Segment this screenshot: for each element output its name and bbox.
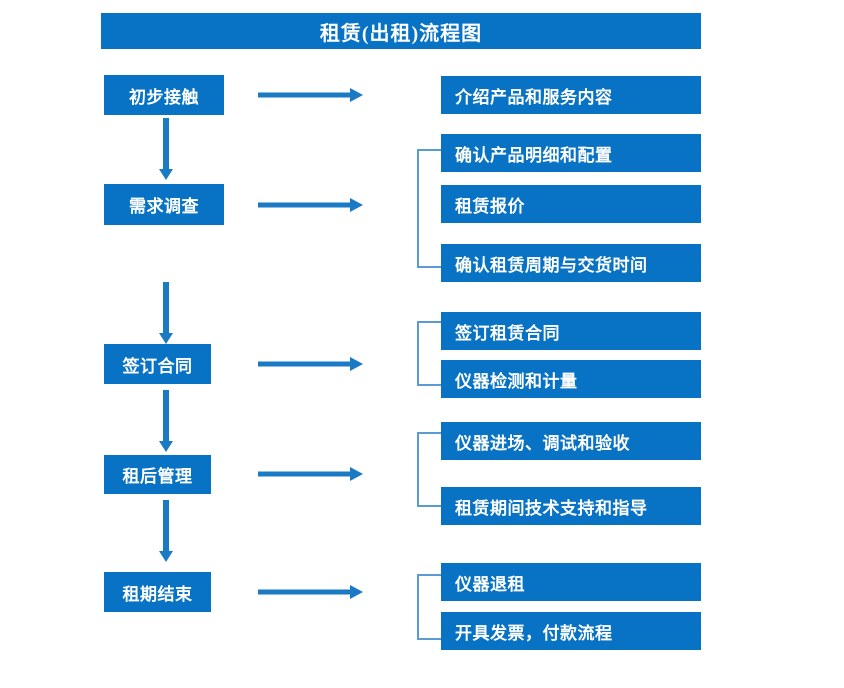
- detail-box-1-1[interactable]: 介绍产品和服务内容: [441, 76, 701, 114]
- page-title: 租赁(出租)流程图: [101, 13, 701, 49]
- stage-box-3[interactable]: 签订合同: [104, 344, 211, 384]
- group-bracket: [417, 432, 441, 507]
- group-bracket: [417, 321, 441, 386]
- right-arrow-icon: [258, 195, 363, 215]
- detail-box-5-2[interactable]: 开具发票，付款流程: [441, 612, 701, 650]
- right-arrow-icon: [258, 582, 363, 602]
- down-arrow-icon: [156, 118, 176, 180]
- stage-box-5[interactable]: 租期结束: [104, 572, 211, 612]
- stage-box-4[interactable]: 租后管理: [104, 455, 211, 494]
- stage-box-2[interactable]: 需求调查: [104, 184, 224, 225]
- detail-box-4-1[interactable]: 仪器进场、调试和验收: [441, 422, 701, 460]
- right-arrow-icon: [258, 464, 363, 484]
- detail-box-4-2[interactable]: 租赁期间技术支持和指导: [441, 487, 701, 525]
- detail-box-3-1[interactable]: 签订租赁合同: [441, 312, 701, 350]
- detail-box-2-3[interactable]: 确认租赁周期与交货时间: [441, 244, 701, 282]
- down-arrow-icon: [156, 390, 176, 452]
- detail-box-5-1[interactable]: 仪器退租: [441, 563, 701, 601]
- right-arrow-icon: [258, 354, 363, 374]
- down-arrow-icon: [156, 282, 176, 344]
- detail-box-2-2[interactable]: 租赁报价: [441, 185, 701, 223]
- down-arrow-icon: [156, 500, 176, 562]
- detail-box-3-2[interactable]: 仪器检测和计量: [441, 360, 701, 398]
- group-bracket: [417, 149, 441, 268]
- detail-box-2-1[interactable]: 确认产品明细和配置: [441, 134, 701, 172]
- right-arrow-icon: [258, 85, 363, 105]
- stage-box-1[interactable]: 初步接触: [104, 75, 224, 115]
- group-bracket: [417, 574, 441, 640]
